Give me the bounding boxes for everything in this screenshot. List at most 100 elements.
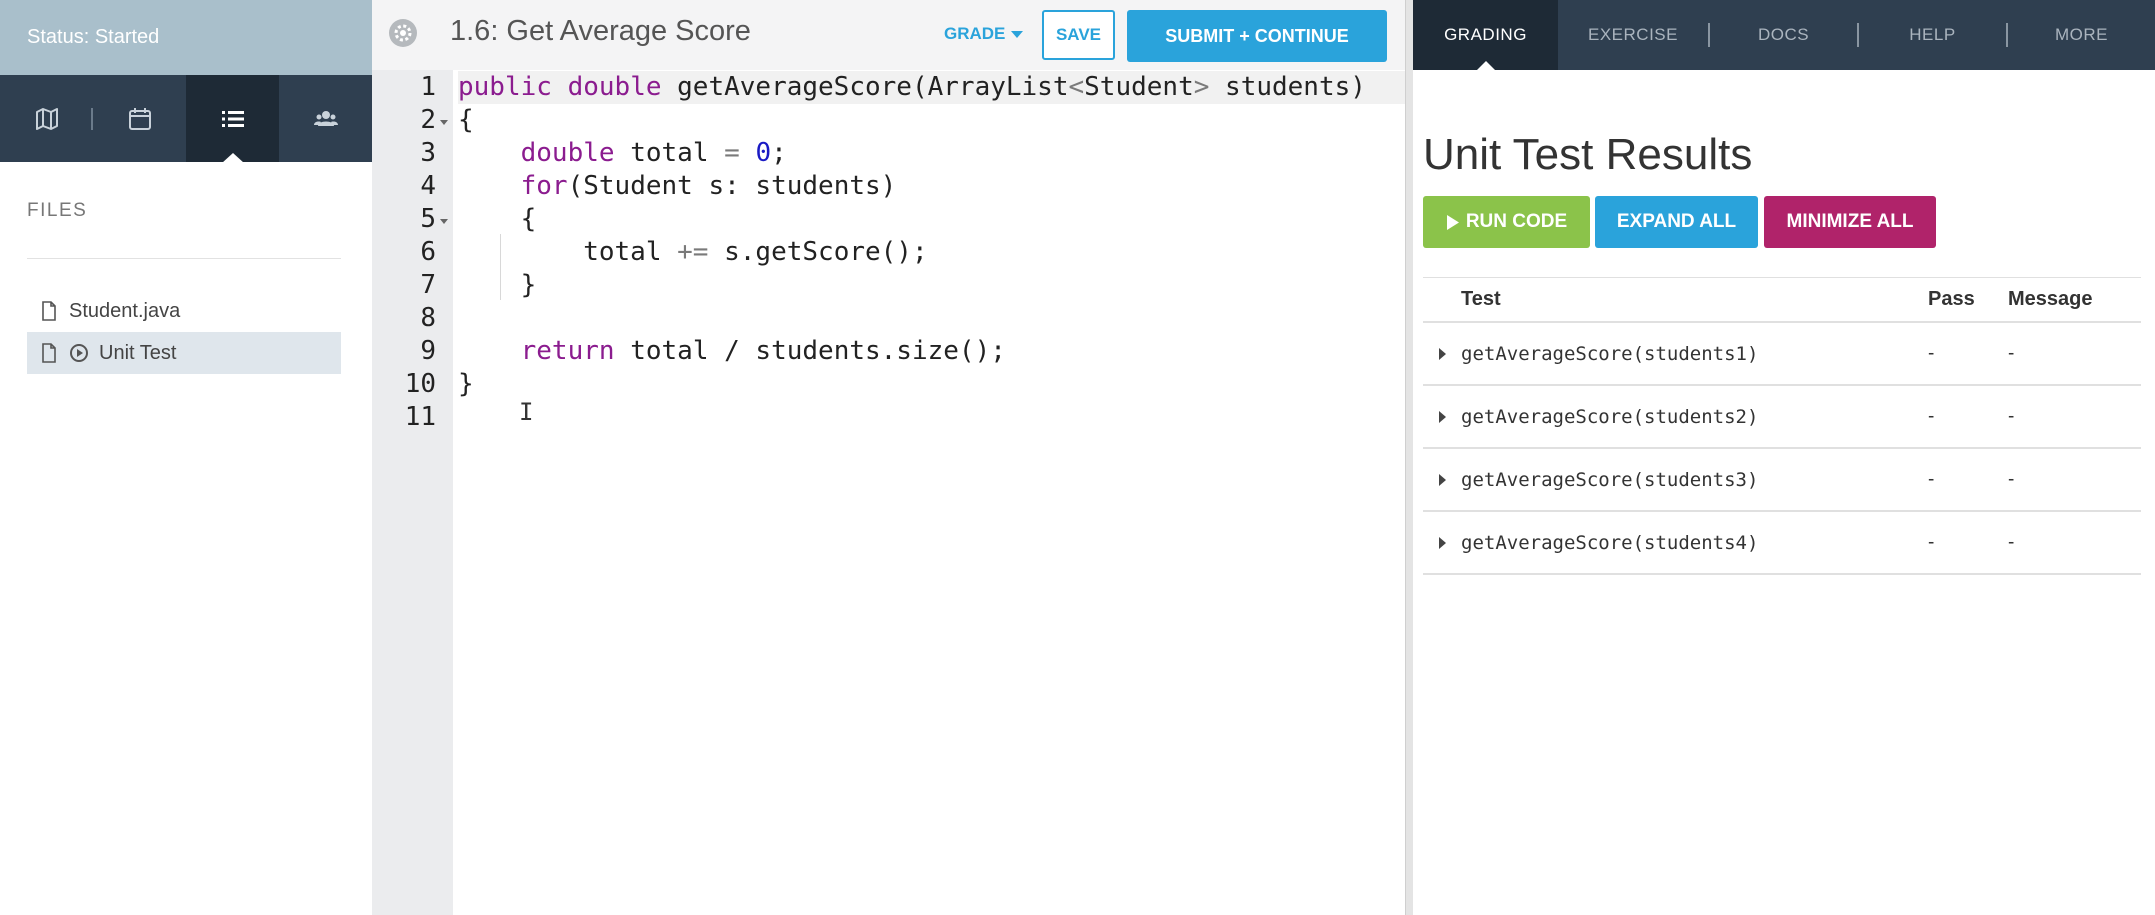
expand-row-toggle[interactable]	[1423, 347, 1461, 360]
exercise-title: 1.6: Get Average Score	[450, 15, 751, 47]
grade-dropdown[interactable]: GRADE	[944, 24, 1024, 44]
results-title: Unit Test Results	[1423, 130, 1753, 179]
code-editor[interactable]	[453, 70, 1405, 915]
save-button[interactable]: SAVE	[1042, 10, 1115, 60]
line-number: 2	[420, 105, 436, 135]
icon-separator	[91, 108, 93, 130]
tab-separator	[2006, 23, 2008, 47]
table-row[interactable]: getAverageScore(students2) - -	[1423, 386, 2141, 449]
code-line[interactable]: total += s.getScore();	[458, 237, 928, 267]
line-number: 6	[420, 237, 436, 267]
code-line[interactable]: for(Student s: students)	[520, 171, 897, 201]
code-line[interactable]: {	[458, 204, 537, 234]
tab-grading[interactable]: GRADING	[1413, 0, 1558, 71]
code-line[interactable]	[458, 401, 1410, 434]
test-pass: -	[1928, 531, 1935, 553]
column-header-test: Test	[1461, 288, 1501, 310]
table-row[interactable]: getAverageScore(students4) - -	[1423, 512, 2141, 575]
test-pass: -	[1928, 342, 1935, 364]
calendar-tab[interactable]	[93, 75, 186, 162]
line-number: 4	[420, 171, 436, 201]
test-message: -	[2008, 468, 2015, 490]
divider	[27, 258, 341, 259]
line-number: 5	[420, 204, 436, 234]
line-number: 11	[404, 402, 436, 432]
table-header: Test Pass Message	[1423, 277, 2141, 323]
right-panel-tabs: GRADING EXERCISE DOCS HELP MORE	[1413, 0, 2155, 71]
sidebar: Status: Started	[0, 0, 372, 915]
line-number: 1	[420, 72, 436, 102]
list-icon	[221, 110, 244, 127]
test-name: getAverageScore(students2)	[1461, 405, 1759, 428]
line-number: 3	[420, 138, 436, 168]
minimize-all-button[interactable]: MINIMIZE ALL	[1764, 196, 1936, 248]
unit-test-table: Test Pass Message getAverageScore(studen…	[1423, 277, 2141, 575]
files-list-tab[interactable]	[186, 75, 279, 163]
column-header-message: Message	[2008, 288, 2093, 310]
fold-arrow-icon[interactable]	[440, 219, 448, 224]
triangle-right-icon	[1438, 410, 1446, 423]
expand-row-toggle[interactable]	[1423, 410, 1461, 423]
file-name: Student.java	[69, 299, 181, 322]
code-line[interactable]: }	[458, 369, 474, 399]
map-tab[interactable]	[0, 75, 93, 162]
code-line[interactable]: }	[458, 270, 537, 300]
line-number-gutter	[372, 70, 453, 915]
fold-arrow-icon[interactable]	[440, 120, 448, 125]
submit-continue-button[interactable]: SUBMIT + CONTINUE	[1127, 10, 1387, 62]
tab-separator	[1708, 23, 1710, 47]
tab-separator	[1857, 23, 1859, 47]
table-row[interactable]: getAverageScore(students3) - -	[1423, 449, 2141, 512]
status-text: Status: Started	[27, 26, 160, 48]
code-line[interactable]: {	[458, 105, 474, 135]
test-message: -	[2008, 405, 2015, 427]
table-row[interactable]: getAverageScore(students1) - -	[1423, 323, 2141, 386]
triangle-right-icon	[1438, 347, 1446, 360]
people-tab[interactable]	[279, 75, 372, 162]
map-icon	[35, 107, 58, 130]
tab-docs[interactable]: DOCS	[1757, 25, 1810, 44]
code-line[interactable]: public double getAverageScore(ArrayList<…	[458, 71, 1410, 104]
test-message: -	[2008, 531, 2015, 553]
run-code-button[interactable]: RUN CODE	[1423, 196, 1590, 248]
code-line[interactable]	[458, 302, 1410, 335]
code-line[interactable]: double total = 0;	[520, 138, 787, 168]
column-header-pass: Pass	[1928, 288, 1975, 310]
play-circle-icon	[70, 344, 88, 362]
status-bar: Status: Started	[0, 0, 372, 75]
expand-row-toggle[interactable]	[1423, 536, 1461, 549]
test-name: getAverageScore(students1)	[1461, 342, 1759, 365]
calendar-icon	[128, 107, 151, 130]
file-icon	[42, 301, 56, 321]
file-item-unit-test[interactable]: Unit Test	[27, 332, 341, 374]
expand-row-toggle[interactable]	[1423, 473, 1461, 486]
test-name: getAverageScore(students4)	[1461, 531, 1759, 554]
file-item-student-java[interactable]: Student.java	[27, 290, 341, 332]
line-number: 10	[404, 369, 436, 399]
tab-exercise[interactable]: EXERCISE	[1588, 25, 1678, 44]
gear-icon[interactable]	[388, 18, 418, 48]
test-message: -	[2008, 342, 2015, 364]
test-pass: -	[1928, 405, 1935, 427]
tab-more[interactable]: MORE	[2055, 25, 2108, 44]
caret-down-icon	[1011, 30, 1024, 38]
people-icon	[313, 110, 338, 126]
line-number: 7	[420, 270, 436, 300]
text-cursor-icon: I	[519, 398, 534, 426]
run-code-label: RUN CODE	[1465, 211, 1568, 232]
tab-help[interactable]: HELP	[1909, 25, 1956, 44]
expand-all-button[interactable]: EXPAND ALL	[1595, 196, 1758, 248]
test-name: getAverageScore(students3)	[1461, 468, 1759, 491]
panel-resize-handle[interactable]	[1405, 0, 1413, 915]
indent-guide	[500, 234, 501, 300]
file-icon	[42, 343, 56, 363]
triangle-right-icon	[1438, 473, 1446, 486]
code-line[interactable]: return total / students.size();	[520, 336, 1006, 366]
file-name: Unit Test	[99, 341, 177, 364]
files-heading: FILES	[27, 200, 88, 221]
line-number: 8	[420, 303, 436, 333]
line-number: 9	[420, 336, 436, 366]
grade-label: GRADE	[944, 24, 1006, 43]
editor-header: 1.6: Get Average Score GRADE SAVE SUBMIT…	[372, 0, 1407, 70]
test-pass: -	[1928, 468, 1935, 490]
